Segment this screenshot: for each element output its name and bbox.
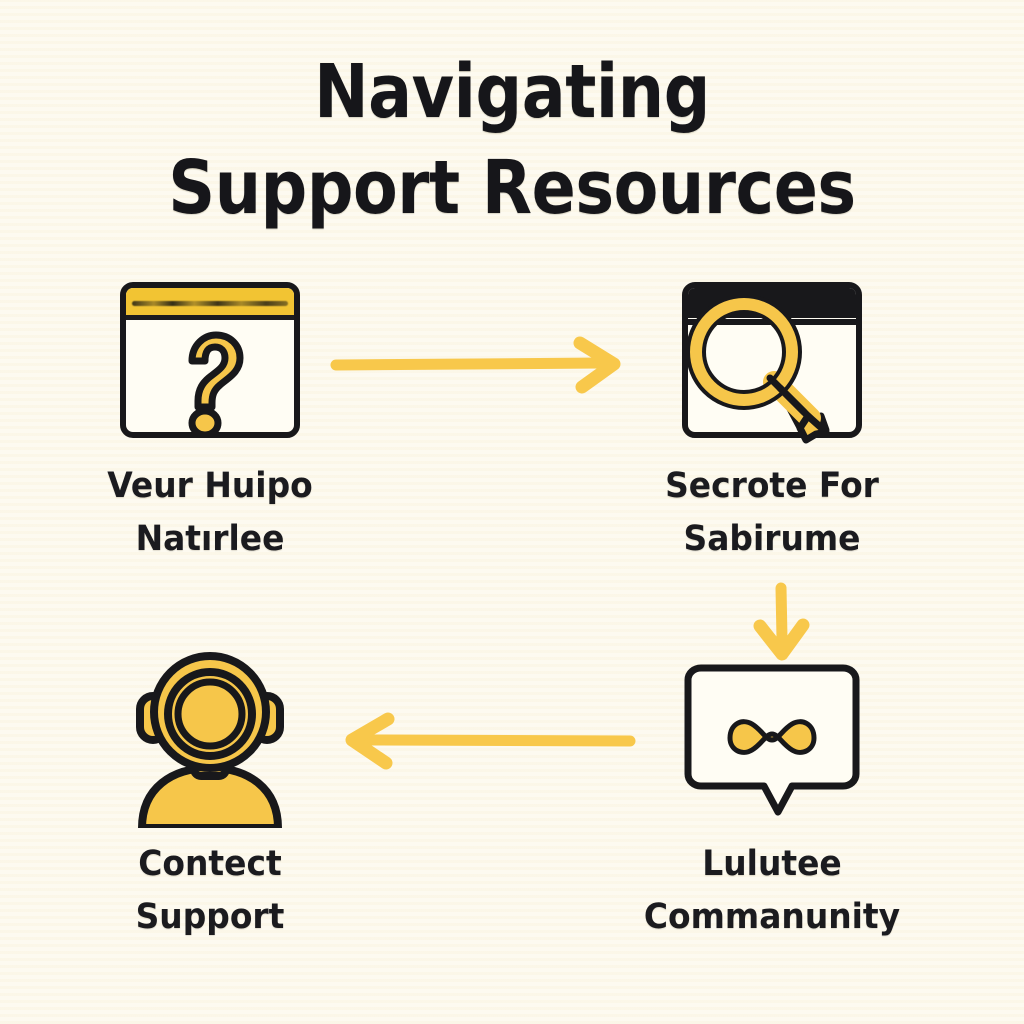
node-contact-support-label-line-2: Support: [135, 896, 285, 937]
page-title: Navigating Support Resources: [0, 44, 1024, 236]
search-art: [622, 272, 922, 447]
community-art: [622, 650, 922, 825]
arrow-search-to-community-icon: [753, 582, 810, 661]
node-community-label-line-2: Commanunity: [643, 896, 901, 937]
chat-bubble-icon: [684, 664, 860, 816]
node-search-label-line-2: Sabirume: [683, 518, 861, 559]
headset-support-agent-icon: [136, 652, 284, 828]
arrow-community-to-contact-icon: [345, 712, 636, 770]
node-search-label-line-1: Secrote For: [665, 466, 879, 506]
node-community-label-line-1: Lulutee: [702, 844, 842, 884]
question-mark-icon: [126, 322, 294, 432]
arrow-help-to-search-icon: [330, 336, 621, 394]
node-help-center[interactable]: Veur Huipo Natırlee: [60, 272, 360, 565]
contact-support-art: [60, 650, 360, 828]
page-title-line-1: Navigating: [314, 49, 710, 135]
node-search-for-solution[interactable]: Secrote For Sabirume: [622, 272, 922, 565]
page-title-line-2: Support Resources: [168, 145, 856, 232]
help-center-art: [60, 272, 360, 447]
window-title-bar: [126, 288, 294, 320]
node-help-center-label-line-2: Natırlee: [135, 518, 285, 559]
question-mark-browser-window-icon: [120, 282, 300, 438]
node-help-center-label-line-1: Veur Huipo: [107, 466, 313, 506]
node-contact-support-label-line-1: Contect: [138, 844, 282, 884]
node-contact-support[interactable]: Contect Support: [60, 650, 360, 943]
magnifying-glass-icon: [686, 294, 830, 444]
node-community-forum[interactable]: Lulutee Commanunity: [622, 650, 922, 943]
